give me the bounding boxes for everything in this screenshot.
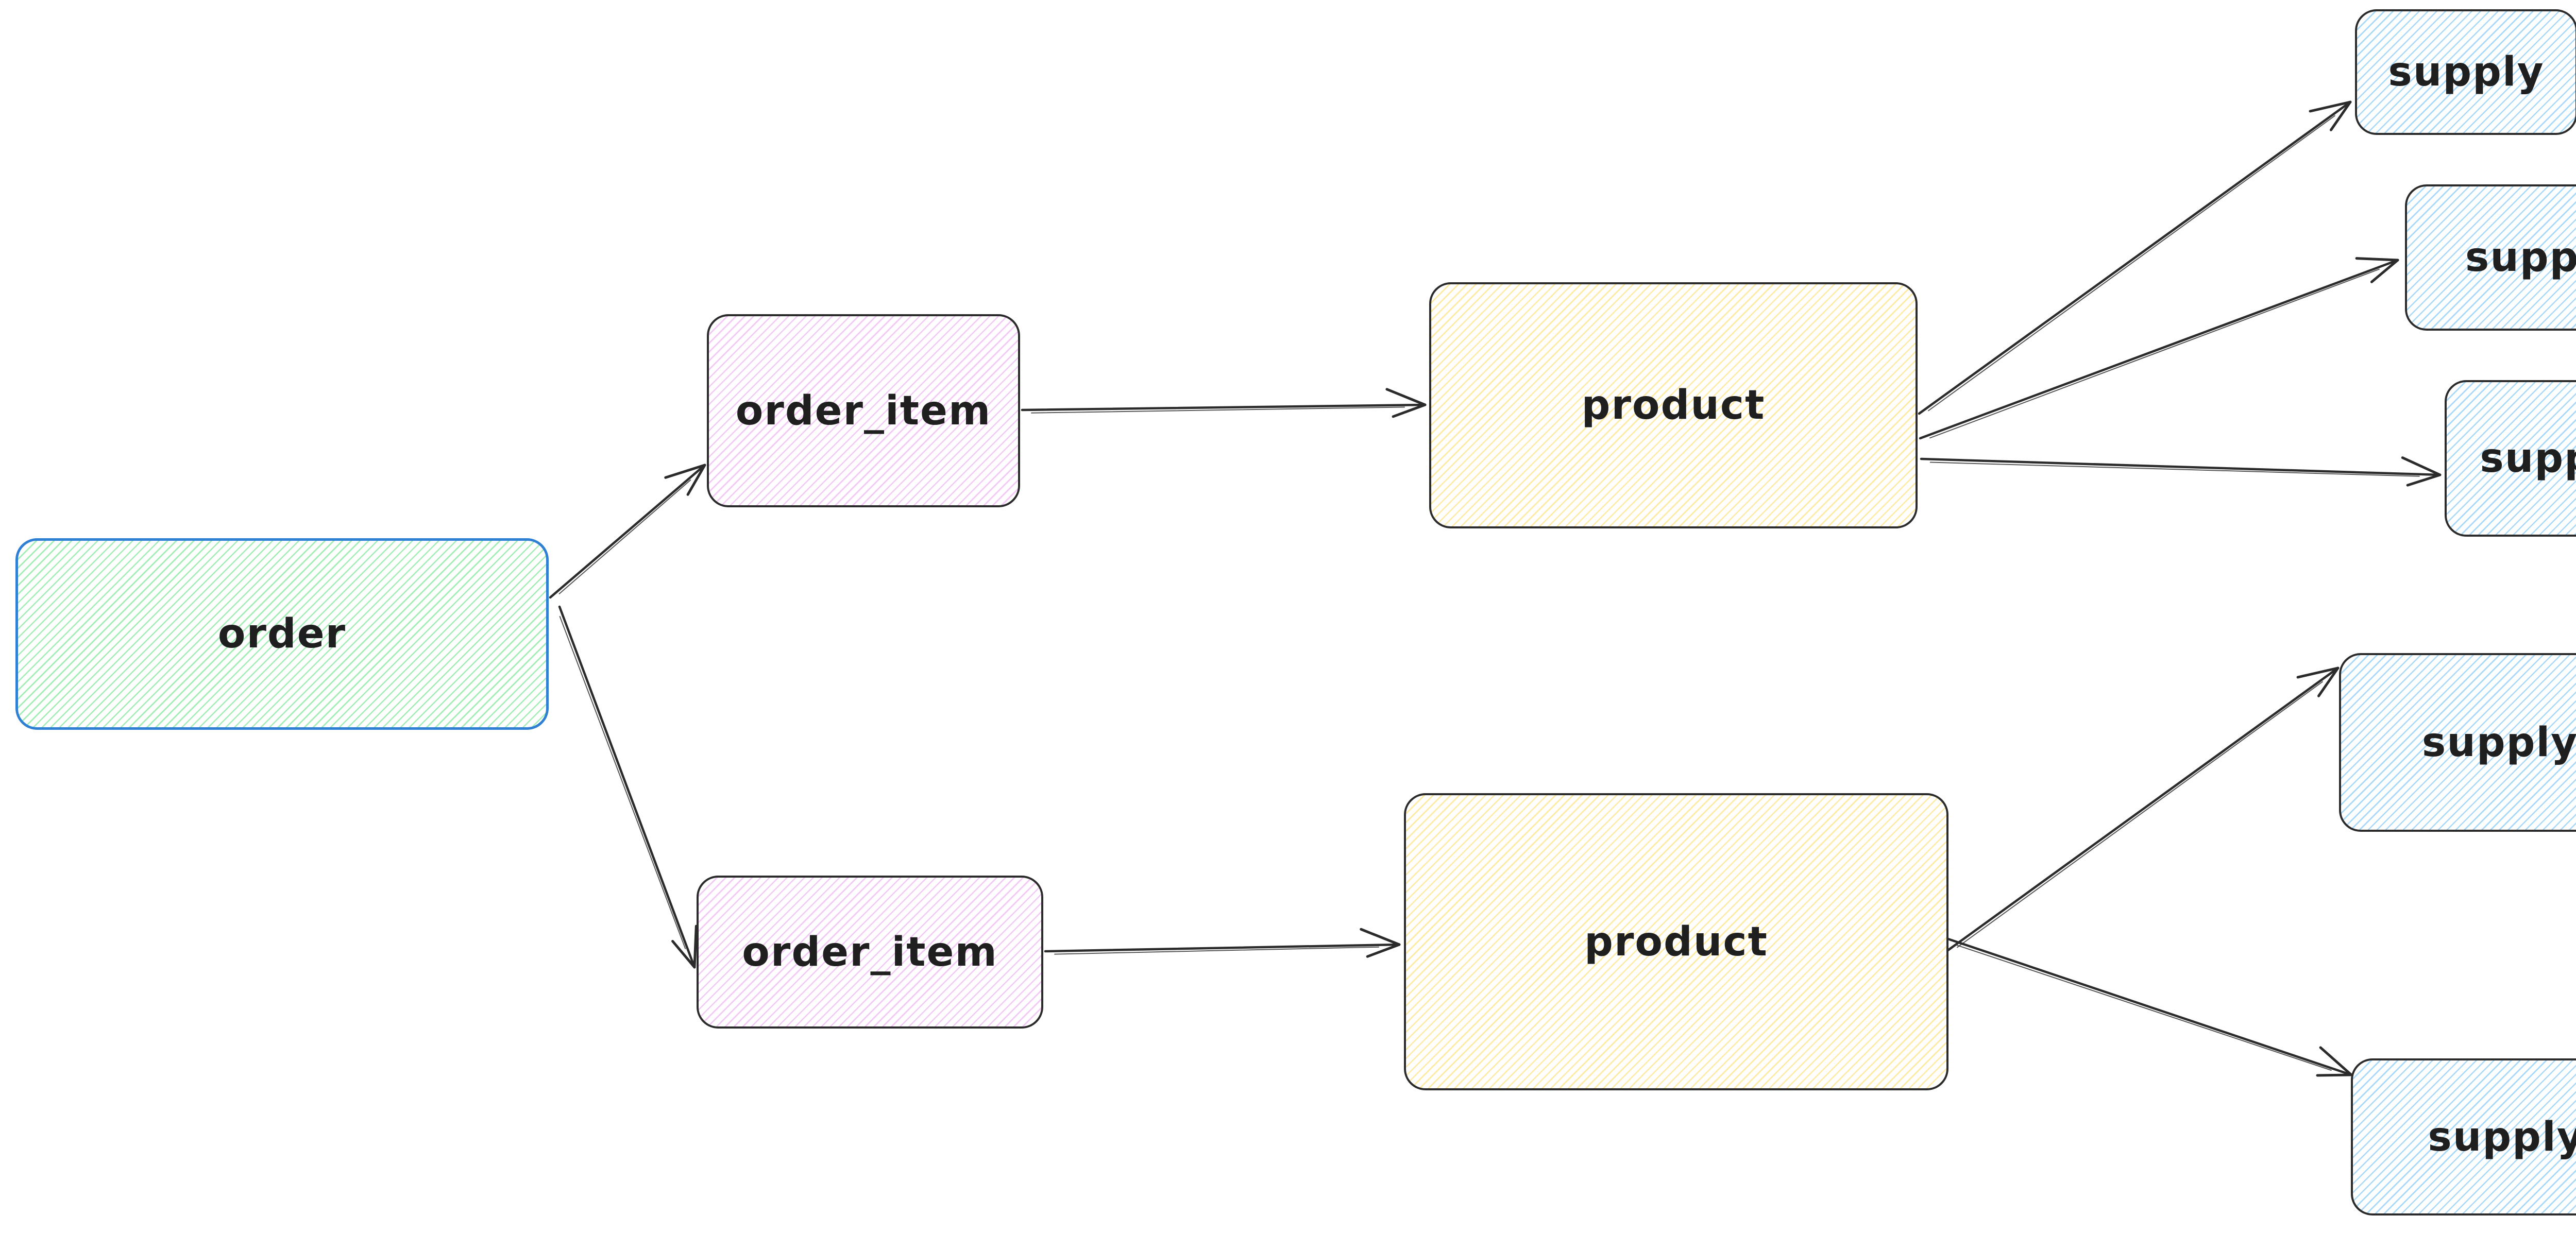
node-supply-3: supply xyxy=(2445,380,2576,537)
arrow-product-1-to-supply-1 xyxy=(1918,100,2352,415)
node-order-item-1: order_item xyxy=(707,314,1020,507)
node-order-item-2: order_item xyxy=(697,876,1043,1029)
node-supply-1: supply xyxy=(2355,9,2576,135)
node-supply-5: supply xyxy=(2351,1058,2576,1215)
node-label-supply-2: supply xyxy=(2465,234,2576,281)
arrow-product-1-to-supply-3 xyxy=(1920,456,2442,487)
node-label-supply-3: supply xyxy=(2480,435,2576,482)
node-label-supply-1: supply xyxy=(2388,49,2545,95)
node-label-product-1: product xyxy=(1581,382,1766,429)
node-label-order-item-2: order_item xyxy=(742,929,998,975)
node-order: order xyxy=(15,538,549,730)
node-product-2: product xyxy=(1404,793,1948,1090)
node-label-order-item-1: order_item xyxy=(735,387,992,434)
node-supply-4: supply xyxy=(2339,653,2576,832)
node-label-product-2: product xyxy=(1584,918,1768,965)
node-label-supply-4: supply xyxy=(2421,719,2576,766)
arrow-order-item-2-to-product-2 xyxy=(1044,928,1401,958)
arrow-order-to-order-item-1 xyxy=(549,464,706,599)
node-supply-2: supply xyxy=(2405,184,2576,331)
node-label-supply-5: supply xyxy=(2428,1114,2576,1160)
arrow-product-2-to-supply-4 xyxy=(1946,666,2340,952)
arrow-order-to-order-item-2 xyxy=(558,605,698,969)
node-product-1: product xyxy=(1429,282,1918,528)
arrow-product-1-to-supply-2 xyxy=(1919,257,2399,440)
arrow-product-2-to-supply-5 xyxy=(1946,937,2353,1077)
arrow-order-item-1-to-product-1 xyxy=(1021,388,1427,418)
node-label-order: order xyxy=(217,611,347,657)
